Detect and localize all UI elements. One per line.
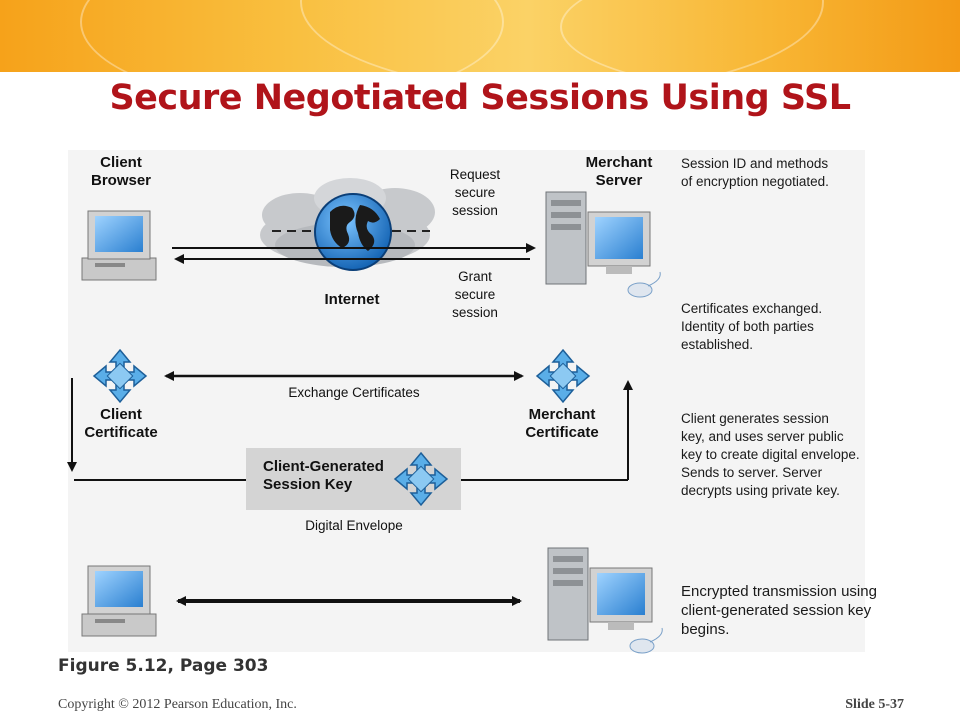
notes-panel bbox=[665, 150, 865, 652]
globe-icon bbox=[314, 193, 392, 271]
copyright-footer: Copyright © 2012 Pearson Education, Inc. bbox=[58, 697, 297, 712]
grant-session-label: Grant secure session bbox=[452, 269, 498, 320]
client-certificate-icon bbox=[93, 349, 147, 403]
digital-envelope-label: Digital Envelope bbox=[305, 518, 403, 533]
slide-number: Slide 5-37 bbox=[845, 697, 904, 712]
client-computer-icon bbox=[81, 210, 157, 281]
session-key-label: Client-Generated Session Key bbox=[263, 458, 384, 493]
slide-title: Secure Negotiated Sessions Using SSL bbox=[109, 78, 851, 118]
merchant-server-bottom-icon bbox=[547, 547, 663, 654]
exchange-certificates-label: Exchange Certificates bbox=[288, 385, 420, 400]
merchant-certificate-label: Merchant Certificate bbox=[525, 406, 599, 441]
request-session-label: Request secure session bbox=[449, 167, 501, 218]
figure-caption: Figure 5.12, Page 303 bbox=[58, 656, 269, 676]
merchant-server-label: Merchant Server bbox=[585, 154, 653, 189]
client-certificate-label: Client Certificate bbox=[84, 406, 158, 441]
step1-note: Session ID and methods of encryption neg… bbox=[681, 156, 829, 189]
client-computer-bottom-icon bbox=[81, 565, 157, 637]
step4-note: Encrypted transmission using client-gene… bbox=[681, 583, 877, 638]
merchant-server-icon bbox=[545, 191, 661, 298]
merchant-certificate-icon bbox=[536, 349, 590, 403]
step3-note: Client generates session key, and uses s… bbox=[681, 411, 860, 498]
header-banner bbox=[0, 0, 960, 72]
client-browser-label: Client Browser bbox=[90, 154, 152, 189]
internet-label: Internet bbox=[324, 291, 380, 308]
step2-note: Certificates exchanged. Identity of both… bbox=[681, 301, 823, 352]
